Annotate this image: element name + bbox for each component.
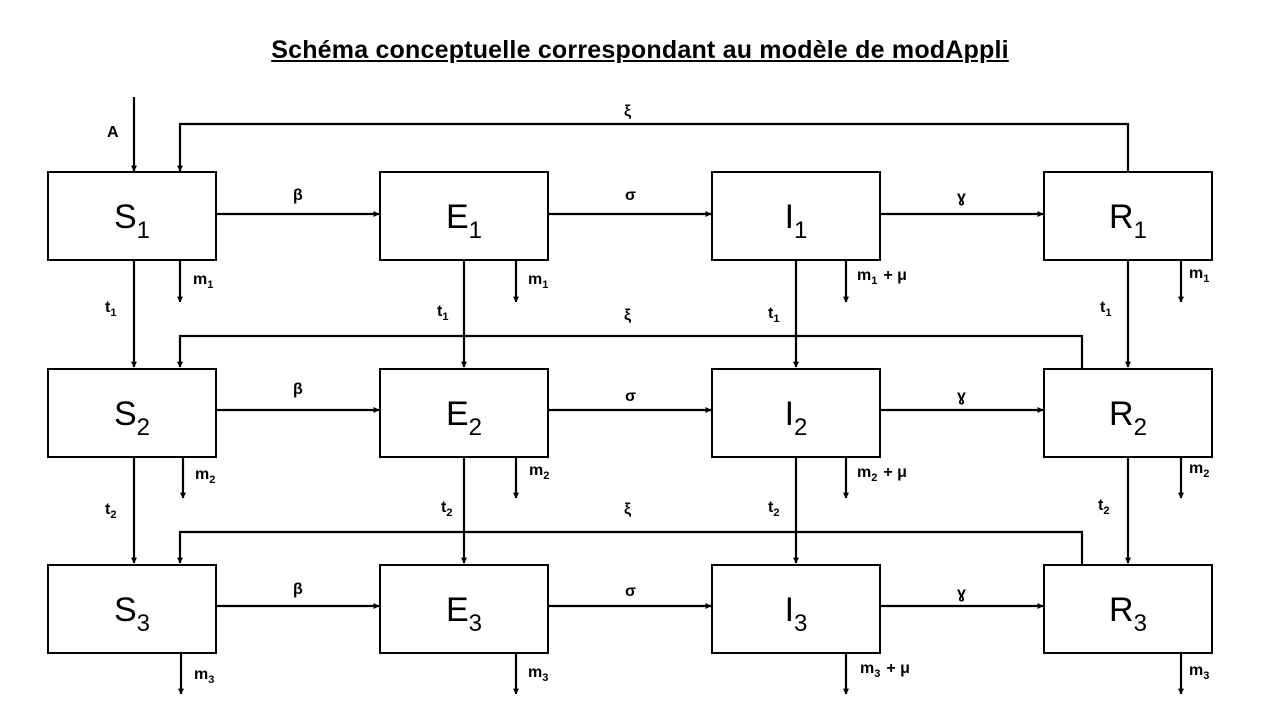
compartment-i1 bbox=[711, 171, 881, 261]
feedback-label-row-3: ξ bbox=[624, 501, 632, 518]
compartment-r3-label: R3 bbox=[1109, 591, 1147, 637]
transition-label-beta-row-2: β bbox=[293, 381, 303, 398]
transition-label-sigma-row-3: σ bbox=[625, 583, 636, 600]
transition-label-beta-row-3: β bbox=[293, 581, 303, 598]
feedback-arrow-row-3 bbox=[177, 530, 1084, 565]
compartment-r1 bbox=[1043, 171, 1213, 261]
compartment-e3 bbox=[379, 564, 549, 654]
compartment-r3 bbox=[1043, 564, 1213, 654]
transition-label-sigma-row-1: σ bbox=[625, 187, 636, 204]
compartment-i3 bbox=[711, 564, 881, 654]
compartment-r1-label: R1 bbox=[1109, 198, 1147, 244]
aging-label-s2: t2 bbox=[105, 501, 116, 521]
aging-label-r2: t2 bbox=[1098, 497, 1109, 517]
mortality-label-s2: m2 bbox=[195, 466, 215, 486]
feedback-arrow-row-2 bbox=[177, 334, 1084, 369]
transition-label-beta-row-1: β bbox=[293, 187, 303, 204]
compartment-e2-label: E2 bbox=[446, 395, 482, 441]
compartment-i3-label: I3 bbox=[785, 591, 808, 637]
feedback-label-row-1: ξ bbox=[624, 103, 632, 120]
compartment-s1-label: S1 bbox=[114, 198, 150, 244]
aging-label-i2: t2 bbox=[768, 499, 779, 519]
diagram-title: Schéma conceptuelle correspondant au mod… bbox=[271, 36, 1009, 64]
compartment-s1 bbox=[47, 171, 217, 261]
compartment-i1-label: I1 bbox=[785, 198, 808, 244]
mortality-label-i2: m2+ μ bbox=[857, 464, 907, 484]
compartment-r2-label: R2 bbox=[1109, 395, 1147, 441]
feedback-label-row-2: ξ bbox=[624, 307, 632, 324]
compartment-e2 bbox=[379, 368, 549, 458]
mortality-label-e3: m3 bbox=[528, 664, 548, 684]
input-label: A bbox=[107, 124, 119, 141]
compartment-e1-label: E1 bbox=[446, 198, 482, 244]
transition-label-sigma-row-2: σ bbox=[625, 388, 636, 405]
mortality-label-e1: m1 bbox=[528, 271, 548, 291]
compartment-i2-label: I2 bbox=[785, 395, 808, 441]
aging-label-e1: t1 bbox=[437, 303, 448, 323]
aging-label-s1: t1 bbox=[105, 299, 116, 319]
mortality-label-i1: m1+ μ bbox=[857, 267, 907, 287]
compartment-e3-label: E3 bbox=[446, 591, 482, 637]
compartment-s2 bbox=[47, 368, 217, 458]
mortality-label-i3: m3+ μ bbox=[860, 660, 910, 680]
mortality-label-r2: m2 bbox=[1189, 460, 1209, 480]
mortality-label-r3: m3 bbox=[1189, 662, 1209, 682]
compartment-s3 bbox=[47, 564, 217, 654]
mortality-label-s3: m3 bbox=[194, 666, 214, 686]
compartment-s3-label: S3 bbox=[114, 591, 150, 637]
mortality-label-e2: m2 bbox=[529, 462, 549, 482]
mortality-label-r1: m1 bbox=[1189, 265, 1209, 285]
transition-label-gamma-row-1: ɣ bbox=[957, 189, 966, 206]
aging-label-e2: t2 bbox=[441, 499, 452, 519]
aging-label-i1: t1 bbox=[768, 305, 779, 325]
transition-label-gamma-row-2: ɣ bbox=[957, 388, 966, 405]
compartment-i2 bbox=[711, 368, 881, 458]
compartment-s2-label: S2 bbox=[114, 395, 150, 441]
transition-label-gamma-row-3: ɣ bbox=[957, 585, 966, 602]
compartment-r2 bbox=[1043, 368, 1213, 458]
feedback-arrow-row-1 bbox=[177, 122, 1130, 172]
mortality-label-s1: m1 bbox=[193, 271, 213, 291]
aging-label-r1: t1 bbox=[1100, 299, 1111, 319]
